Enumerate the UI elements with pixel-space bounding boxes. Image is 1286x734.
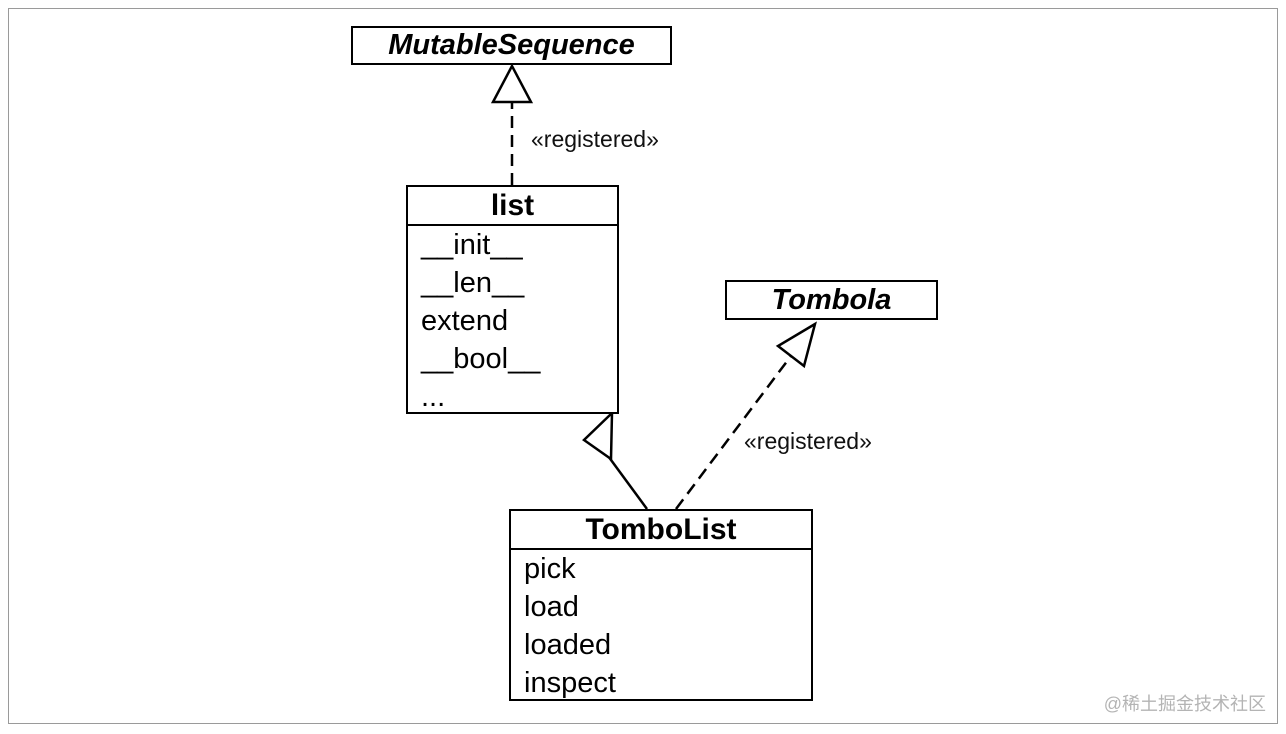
- list-registered-stereotype: «registered»: [531, 126, 659, 152]
- mutablesequence-class-box: MutableSequence: [351, 26, 672, 65]
- diagram-frame: [8, 8, 1278, 724]
- tombolist-member: pick: [524, 553, 576, 585]
- tombola-realization-arrowhead: [775, 321, 817, 369]
- tombolist-to-tombola-edge: [675, 355, 792, 510]
- list-member: ...: [421, 381, 446, 413]
- list-member: __init__: [421, 229, 523, 261]
- list-class-box: list __init__ __len__ extend __bool__ ..…: [406, 185, 619, 414]
- watermark-text: @稀土掘金技术社区: [1103, 694, 1266, 714]
- list-members: __init__ __len__ extend __bool__ ...: [408, 226, 617, 416]
- list-member: extend: [421, 305, 509, 337]
- tombolist-members: pick load loaded inspect: [511, 550, 811, 702]
- tombolist-registered-stereotype: «registered»: [744, 428, 872, 454]
- tombola-class-box: Tombola: [725, 280, 938, 320]
- tombola-class-name: Tombola: [771, 284, 892, 316]
- list-member: __len__: [421, 267, 525, 299]
- list-class-name: list: [408, 187, 617, 226]
- list-generalization-arrowhead: [582, 409, 614, 462]
- tombolist-class-name: TomboList: [511, 511, 811, 550]
- list-member: __bool__: [421, 343, 541, 375]
- tombolist-member: loaded: [524, 629, 612, 661]
- mutablesequence-class-name: MutableSequence: [388, 29, 635, 61]
- tombolist-member: inspect: [524, 667, 616, 699]
- mutablesequence-realization-arrowhead: [490, 63, 534, 104]
- tombolist-class-box: TomboList pick load loaded inspect: [509, 509, 813, 701]
- tombolist-member: load: [524, 591, 579, 623]
